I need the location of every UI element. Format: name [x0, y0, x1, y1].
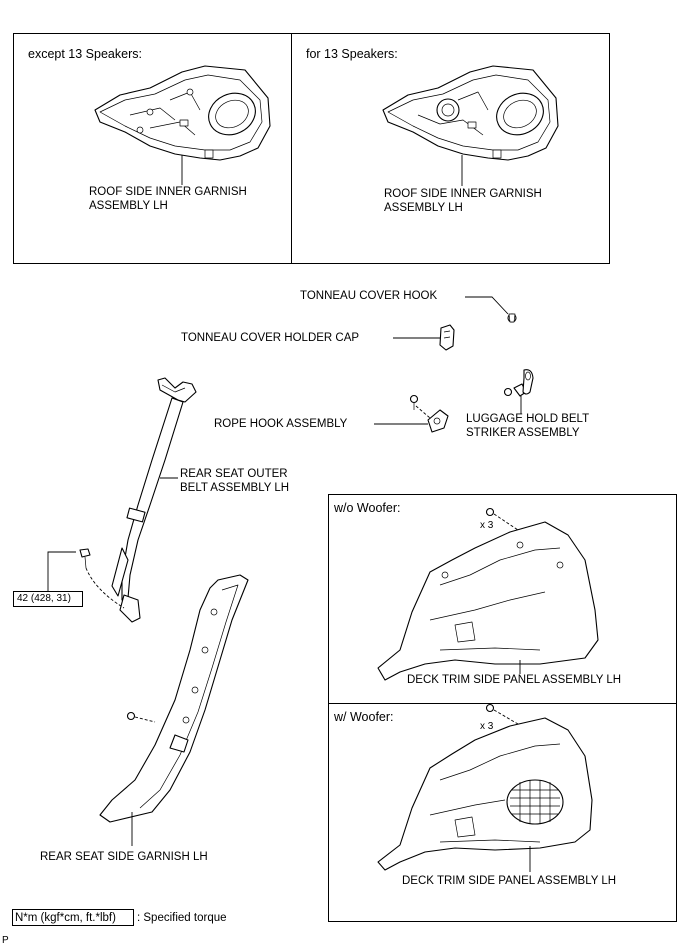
rear-seat-outer-belt-label-1: REAR SEAT OUTER — [180, 468, 288, 480]
w-woofer-title: w/ Woofer: — [334, 710, 394, 724]
deck-trim-w-woofer-drawing — [377, 703, 593, 871]
tonneau-cover-hook-drawing — [507, 313, 517, 323]
legend-unit-text: N*m (kgf*cm, ft.*lbf) — [15, 912, 116, 924]
rear-seat-outer-belt-label-2: BELT ASSEMBLY LH — [180, 482, 290, 494]
rope-hook-assembly-label: ROPE HOOK ASSEMBLY — [214, 418, 348, 430]
luggage-hold-belt-label-2: STRIKER ASSEMBLY — [466, 427, 580, 439]
deck-trim-wo-woofer-label: DECK TRIM SIDE PANEL ASSEMBLY LH — [407, 674, 622, 686]
torque-bolt-drawing — [79, 548, 91, 569]
tonneau-cover-hook-label: TONNEAU COVER HOOK — [300, 290, 438, 302]
roof-side-garnish-right-label-2: ASSEMBLY LH — [384, 202, 463, 214]
rear-seat-side-garnish-label: REAR SEAT SIDE GARNISH LH — [40, 851, 208, 863]
w-woofer-qty: x 3 — [480, 721, 494, 732]
roof-side-garnish-left-label-1: ROOF SIDE INNER GARNISH — [89, 186, 247, 198]
luggage-hold-belt-striker-drawing — [503, 369, 534, 397]
deck-trim-w-woofer-label: DECK TRIM SIDE PANEL ASSEMBLY LH — [402, 875, 617, 887]
w-woofer-panel-frame — [328, 703, 677, 922]
deck-trim-wo-woofer-drawing — [377, 507, 599, 681]
tonneau-cover-holder-cap-label: TONNEAU COVER HOLDER CAP — [181, 332, 360, 344]
top-left-panel-title: except 13 Speakers: — [28, 47, 142, 61]
luggage-hold-belt-label-1: LUGGAGE HOLD BELT — [466, 413, 590, 425]
rear-seat-outer-belt-drawing — [111, 377, 197, 623]
wo-woofer-qty: x 3 — [480, 520, 494, 531]
footer-mark: P — [2, 935, 9, 946]
roof-side-garnish-left-label-2: ASSEMBLY LH — [89, 200, 168, 212]
legend-description: : Specified torque — [137, 912, 227, 924]
tonneau-cover-holder-cap-drawing — [439, 324, 455, 351]
top-right-panel-frame — [291, 33, 610, 264]
legend-unit-box — [12, 909, 134, 926]
roof-side-garnish-right-drawing — [382, 65, 559, 161]
wo-woofer-title: w/o Woofer: — [334, 501, 401, 515]
top-right-panel-title: for 13 Speakers: — [306, 47, 398, 61]
torque-value: 42 (428, 31) — [17, 593, 71, 604]
roof-side-garnish-right-label-1: ROOF SIDE INNER GARNISH — [384, 188, 542, 200]
rope-hook-assembly-drawing — [409, 394, 449, 433]
roof-side-garnish-left-drawing — [94, 65, 271, 161]
rear-seat-side-garnish-drawing — [99, 574, 249, 823]
torque-value-box — [13, 591, 83, 607]
